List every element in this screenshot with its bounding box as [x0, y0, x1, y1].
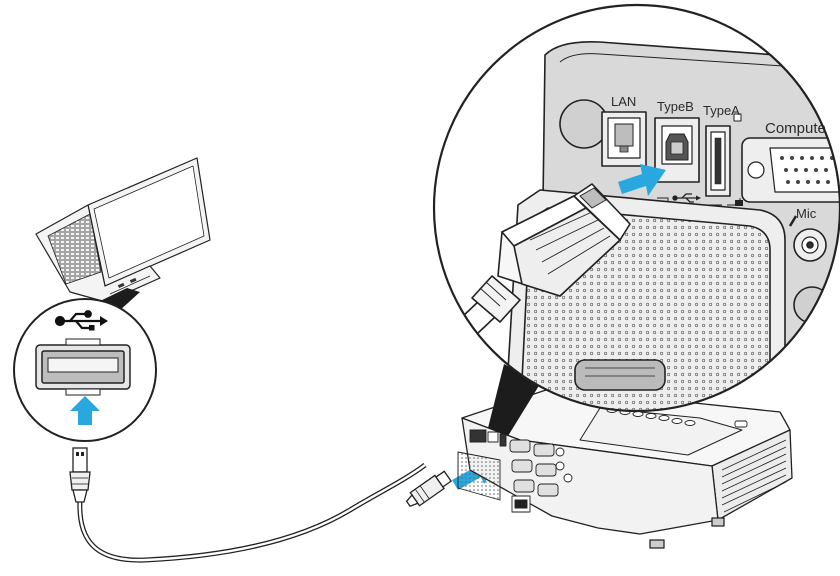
arrow-up-icon — [70, 396, 100, 425]
label-type-a: TypeA — [703, 103, 740, 118]
usb-type-a-port-projector — [705, 113, 742, 197]
usb-icon-panel — [672, 193, 701, 203]
computer-port — [741, 137, 840, 203]
projector-side-vents — [721, 439, 787, 513]
projector-foot — [649, 539, 665, 549]
projector — [457, 387, 793, 549]
usb-type-b-plug-closeup — [497, 183, 631, 297]
lan-port — [601, 111, 647, 167]
label-lan: LAN — [611, 94, 636, 109]
projector-callout-wedge — [488, 364, 540, 436]
type-a-indicator — [733, 113, 742, 122]
usb-type-b-port — [654, 117, 700, 183]
usb-type-b-plug — [405, 470, 453, 508]
laptop-keyboard — [47, 213, 102, 285]
usb-icon — [54, 310, 108, 331]
laptop-port-closeup — [13, 298, 157, 442]
mic-port — [788, 215, 827, 262]
usb-type-a-plug — [69, 447, 91, 503]
arrow-right-icon — [618, 164, 666, 196]
usb-cable — [69, 447, 453, 563]
label-mic: Mic — [796, 206, 817, 221]
label-computer: Compute — [765, 120, 826, 137]
label-type-b: TypeB — [657, 99, 694, 114]
rear-panel-round-feature — [559, 99, 609, 149]
laptop — [35, 157, 211, 303]
usb-type-a-port — [35, 338, 131, 396]
projector-connector-panel — [457, 429, 573, 513]
projector-port-closeup: LAN TypeB TypeA Compute Mic — [432, 3, 840, 413]
